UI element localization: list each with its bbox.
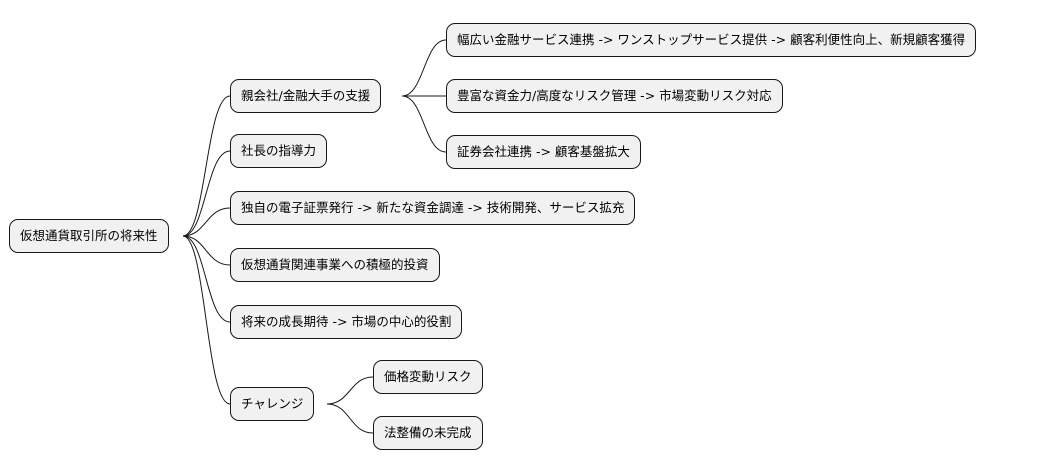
leaf-price-volatility-risk: 価格変動リスク xyxy=(373,360,483,394)
leaf-capital-risk-management: 豊富な資金力/高度なリスク管理 -> 市場変動リスク対応 xyxy=(446,79,783,113)
branch-electronic-certificate: 独自の電子証票発行 -> 新たな資金調達 -> 技術開発、サービス拡充 xyxy=(230,191,636,225)
leaf-securities-integration: 証券会社連携 -> 顧客基盤拡大 xyxy=(446,135,641,169)
branch-crypto-investment: 仮想通貨関連事業への積極的投資 xyxy=(230,248,440,282)
leaf-financial-service-integration: 幅広い金融サービス連携 -> ワンストップサービス提供 -> 顧客利便性向上、新… xyxy=(446,23,977,57)
leaf-incomplete-regulation: 法整備の未完成 xyxy=(373,416,483,450)
branch-growth-expectation: 将来の成長期待 -> 市場の中心的役割 xyxy=(230,305,463,339)
branch-challenges: チャレンジ xyxy=(230,387,315,421)
branch-parent-support: 親会社/金融大手の支援 xyxy=(230,79,382,113)
root-node: 仮想通貨取引所の将来性 xyxy=(9,219,169,253)
branch-president-leadership: 社長の指導力 xyxy=(230,134,328,168)
